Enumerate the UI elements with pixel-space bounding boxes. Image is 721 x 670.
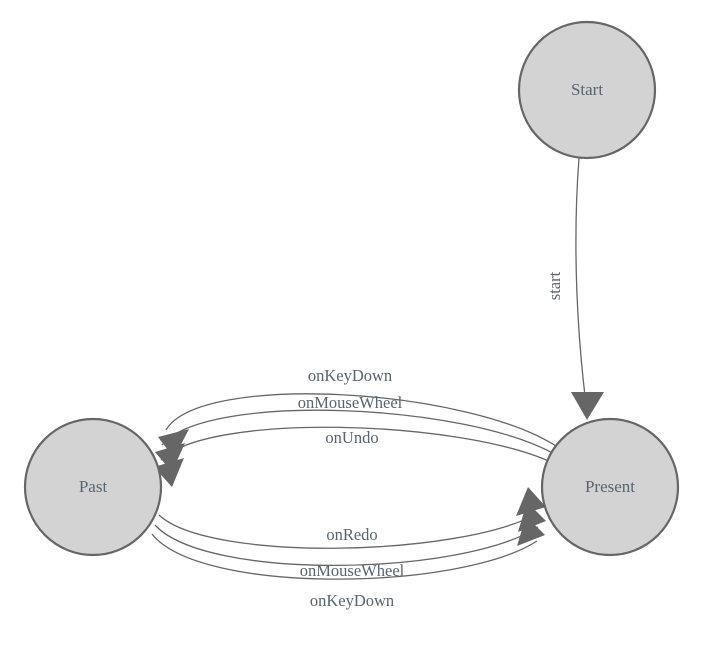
state-node-present-label: Present xyxy=(585,477,635,496)
arrowhead-past-present-redo xyxy=(516,487,546,516)
arrowhead-present-past-mousewheel xyxy=(155,443,185,472)
edge-path-present-past-undo xyxy=(160,426,554,464)
arrowhead-start-present xyxy=(571,392,604,420)
edge-label-present-past-undo: onUndo xyxy=(325,428,378,447)
edge-label-past-present-redo: onRedo xyxy=(326,525,377,544)
edges-layer: start onKeyDown onMouseWheel onUndo onRe… xyxy=(151,157,604,610)
edge-start-present[interactable]: start xyxy=(545,157,604,420)
edge-path-present-past-keydown xyxy=(165,393,560,449)
edge-label-start: start xyxy=(545,271,564,300)
edge-path-present-past-mousewheel xyxy=(161,409,557,456)
edge-present-past-undo[interactable]: onUndo xyxy=(154,426,554,487)
edge-past-present-redo[interactable]: onRedo xyxy=(158,487,546,549)
state-node-start-label: Start xyxy=(571,80,603,99)
edge-path-past-present-redo xyxy=(158,512,539,549)
arrowhead-present-past-undo xyxy=(154,458,184,487)
state-node-present-circle xyxy=(540,417,680,557)
nodes-layer: Start Past Present xyxy=(23,20,680,557)
edge-label-present-past-keydown: onKeyDown xyxy=(308,366,392,385)
edge-label-past-present-keydown: onKeyDown xyxy=(310,591,394,610)
state-node-start[interactable]: Start xyxy=(517,20,657,160)
edge-label-past-present-mousewheel: onMouseWheel xyxy=(300,561,405,580)
edge-path-start-present xyxy=(575,157,587,405)
edge-label-present-past-mousewheel: onMouseWheel xyxy=(298,393,403,412)
state-node-past-circle xyxy=(23,417,163,557)
edge-path-past-present-keydown xyxy=(151,533,538,580)
arrowhead-present-past-keydown xyxy=(158,429,189,458)
edge-present-past-keydown[interactable]: onKeyDown xyxy=(158,366,560,458)
state-node-start-circle xyxy=(517,20,657,160)
edge-present-past-mousewheel[interactable]: onMouseWheel xyxy=(155,393,557,472)
arrowhead-past-present-keydown xyxy=(517,516,545,546)
state-node-past[interactable]: Past xyxy=(23,417,163,557)
edge-past-present-keydown[interactable]: onKeyDown xyxy=(151,516,545,610)
edge-path-past-present-mousewheel xyxy=(154,524,539,566)
state-node-past-label: Past xyxy=(79,477,108,496)
state-node-present[interactable]: Present xyxy=(540,417,680,557)
